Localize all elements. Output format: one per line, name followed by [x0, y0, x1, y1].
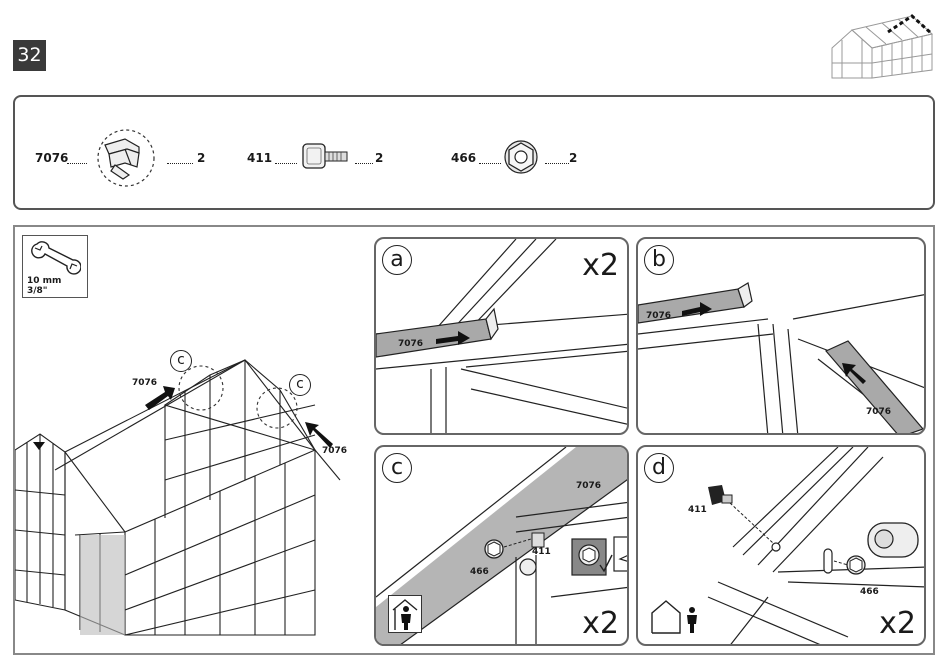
detail-panel-c: c 7076 411 466 x2: [374, 445, 629, 646]
panel-letter: b: [644, 245, 674, 275]
profile-clip-icon: [95, 127, 157, 189]
part-code: 411: [247, 151, 272, 165]
house-person-icon: [650, 597, 702, 635]
callout-c: c: [170, 350, 192, 372]
detail-panel-b: b 7076 7076: [636, 237, 926, 435]
step-number: 32: [13, 40, 46, 71]
multiplier: x2: [582, 251, 619, 281]
part-label: 411: [532, 547, 551, 557]
part-label: 7076: [132, 378, 157, 388]
part-label: 7076: [322, 446, 347, 456]
part-label: 7076: [576, 481, 601, 491]
part-qty: 2: [197, 151, 205, 165]
part-code: 466: [451, 151, 476, 165]
part-qty: 2: [375, 151, 383, 165]
part-qty: 2: [569, 151, 577, 165]
part-label: 411: [688, 505, 707, 515]
parts-list: 7076 2 411 2 466 2: [13, 95, 935, 210]
part-label: 7076: [398, 339, 423, 349]
multiplier: x2: [879, 609, 916, 639]
part-code: 7076: [35, 151, 68, 165]
tool-box: 10 mm 3/8": [22, 235, 88, 298]
greenhouse-location-icon: [826, 8, 940, 84]
greenhouse-overview-drawing: [15, 330, 365, 650]
detail-panel-a: a x2 7076: [374, 237, 629, 435]
panel-letter: c: [382, 453, 412, 483]
panel-letter: d: [644, 453, 674, 483]
one-person-icon: [388, 595, 422, 633]
square-bolt-icon: [301, 141, 351, 173]
hex-nut-icon: [503, 139, 539, 175]
tool-size-mm: 10 mm: [27, 276, 61, 286]
callout-c: c: [289, 374, 311, 396]
wrench-icon: [31, 240, 81, 276]
part-label: 7076: [866, 407, 891, 417]
part-label: 466: [860, 587, 879, 597]
part-label: 7076: [646, 311, 671, 321]
tool-size-in: 3/8": [27, 286, 48, 296]
panel-letter: a: [382, 245, 412, 275]
detail-panel-d: d 411 466 x2: [636, 445, 926, 646]
part-label: 466: [470, 567, 489, 577]
multiplier: x2: [582, 609, 619, 639]
